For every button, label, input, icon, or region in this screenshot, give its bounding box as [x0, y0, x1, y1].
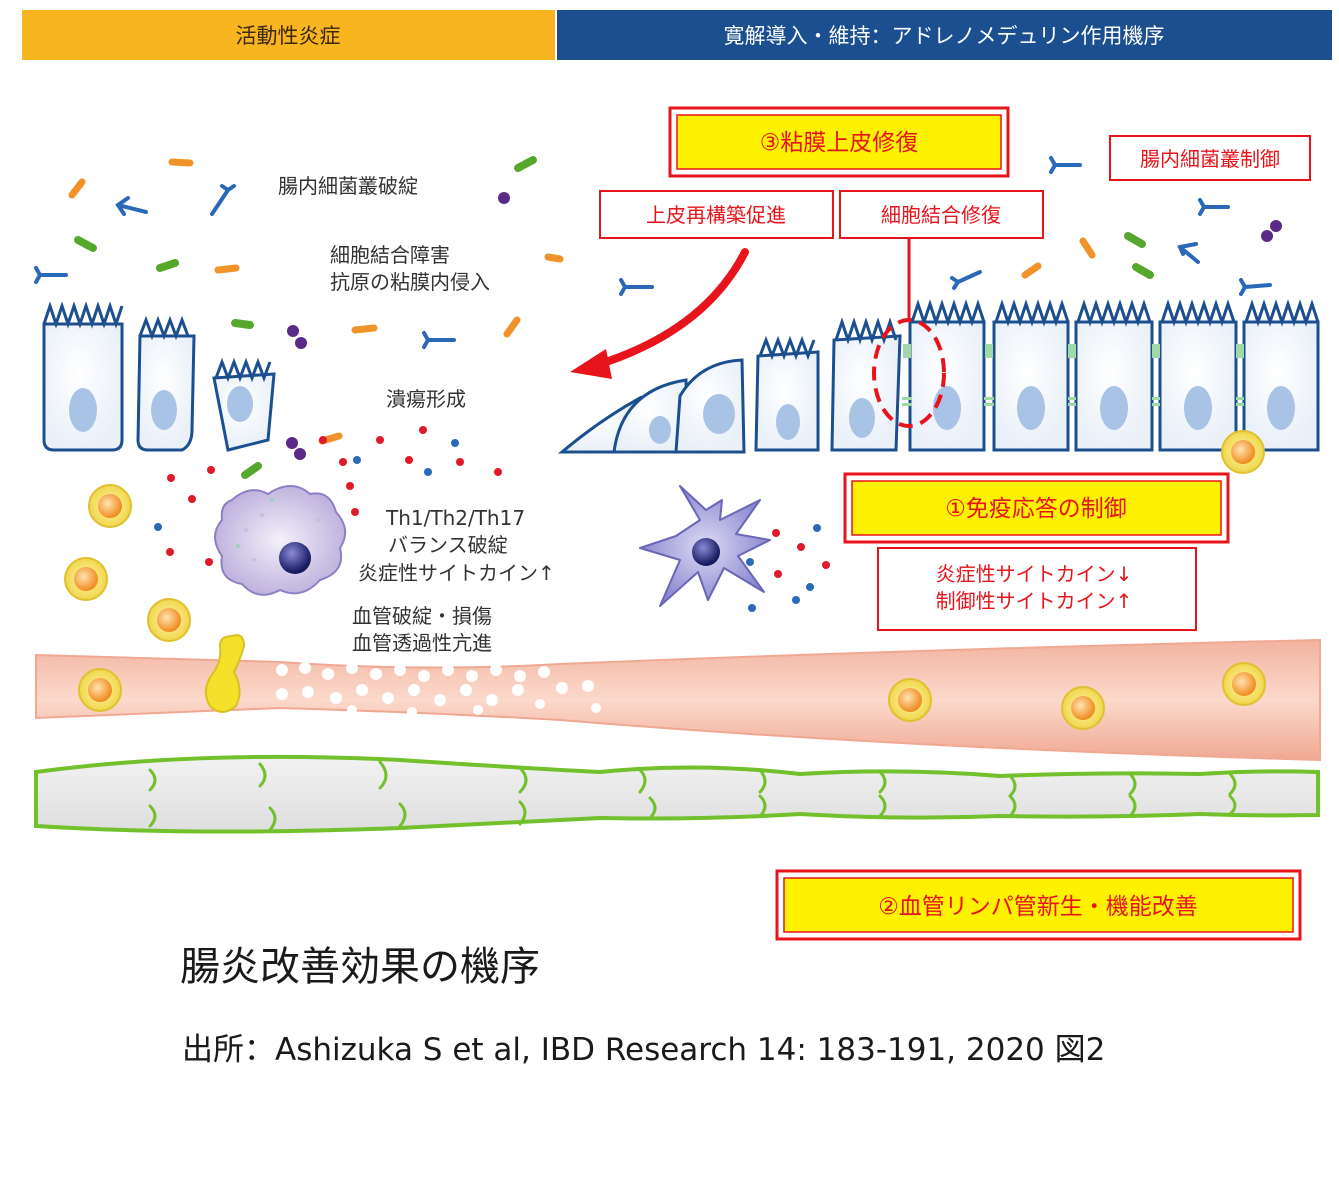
- leukocyte: [1222, 662, 1266, 706]
- migrating-cell: [674, 358, 746, 454]
- svg-text:細胞結合修復: 細胞結合修復: [881, 203, 1001, 227]
- damaged-epithelium: [42, 301, 276, 452]
- label-junction-1: 細胞結合障害: [330, 243, 450, 267]
- epithelial-rebuild-arrow: [570, 248, 749, 379]
- epithelial-cell: [136, 315, 196, 452]
- svg-text:③粘膜上皮修復: ③粘膜上皮修復: [760, 130, 919, 156]
- label-junction-2: 抗原の粘膜内侵入: [330, 270, 490, 294]
- box-cytokines: 炎症性サイトカイン↓ 制御性サイトカイン↑: [877, 547, 1197, 631]
- svg-text:活動性炎症: 活動性炎症: [236, 24, 341, 48]
- tight-junctions: [902, 344, 1244, 406]
- label-th-1: Th1/Th2/Th17: [385, 506, 525, 530]
- label-ulcer: 潰瘍形成: [386, 387, 466, 411]
- callout-vessel: ②血管リンパ管新生・機能改善: [775, 869, 1302, 941]
- rod-bacteria-green: [74, 156, 1154, 479]
- header-right: 寛解導入・維持：アドレノメデュリン作用機序: [557, 10, 1332, 60]
- leukocyte: [147, 598, 191, 642]
- label-vessel-2: 血管透過性亢進: [352, 631, 492, 655]
- svg-text:上皮再構築促進: 上皮再構築促進: [646, 203, 786, 227]
- epithelial-cell: [754, 335, 820, 452]
- label-vessel-1: 血管破綻・損傷: [352, 604, 492, 628]
- svg-text:①免疫応答の制御: ①免疫応答の制御: [945, 496, 1127, 522]
- svg-text:腸内細菌叢制御: 腸内細菌叢制御: [1140, 147, 1280, 171]
- leukocyte: [1061, 686, 1105, 730]
- svg-text:制御性サイトカイン↑: 制御性サイトカイン↑: [936, 589, 1133, 613]
- epithelial-cell: [42, 301, 124, 452]
- transmigrating-leukocyte: [204, 634, 246, 713]
- caption-title: 腸炎改善効果の機序: [180, 944, 540, 990]
- migrating-cell: [612, 378, 690, 454]
- callout-immune: ①免疫応答の制御: [843, 472, 1230, 544]
- leukocyte: [64, 557, 108, 601]
- svg-text:寛解導入・維持：アドレノメデュリン作用機序: 寛解導入・維持：アドレノメデュリン作用機序: [724, 24, 1165, 48]
- epithelial-cell: [1158, 299, 1238, 452]
- cytokine-dots-left: [154, 426, 502, 566]
- label-microbiota: 腸内細菌叢破綻: [278, 174, 418, 198]
- header-left: 活動性炎症: [22, 10, 555, 60]
- y-bacteria-blue: [34, 156, 1272, 349]
- callout-mucosa: ③粘膜上皮修復: [668, 106, 1010, 178]
- leukocyte: [78, 668, 122, 712]
- svg-text:炎症性サイトカイン↓: 炎症性サイトカイン↓: [936, 562, 1133, 586]
- leukocyte: [88, 484, 132, 528]
- left-labels: 腸内細菌叢破綻 細胞結合障害 抗原の粘膜内侵入 潰瘍形成 Th1/Th2/Th1…: [278, 174, 555, 655]
- box-flora-control: 腸内細菌叢制御: [1109, 135, 1311, 181]
- epithelial-cell: [992, 299, 1070, 452]
- box-epithelial-rebuild: 上皮再構築促進: [599, 190, 834, 239]
- leukocytes: [64, 430, 1265, 642]
- repairing-epithelium: [557, 299, 1320, 454]
- macrophage: [214, 485, 347, 596]
- plasma-leak: [276, 662, 601, 717]
- label-th-2: バランス破綻: [388, 533, 508, 557]
- blood-vessel: [35, 634, 1321, 762]
- cocci-bacteria-purple: [286, 192, 1282, 460]
- box-junction-repair: 細胞結合修復: [839, 190, 1044, 239]
- caption-source: 出所：Ashizuka S et al, IBD Research 14: 18…: [182, 1032, 1106, 1068]
- label-th-3: 炎症性サイトカイン↑: [358, 561, 555, 585]
- epithelial-cell: [908, 299, 986, 452]
- epithelial-cell: [830, 317, 902, 452]
- bacteria: [34, 156, 1282, 479]
- rod-bacteria-orange: [68, 158, 1096, 445]
- svg-text:②血管リンパ管新生・機能改善: ②血管リンパ管新生・機能改善: [878, 894, 1198, 920]
- dendritic-cell: [639, 485, 771, 607]
- epithelial-cell: [212, 357, 276, 452]
- leukocyte: [1221, 430, 1265, 474]
- epithelial-cell: [1242, 299, 1320, 452]
- cytokine-dots-right: [746, 524, 830, 612]
- leukocyte: [888, 678, 932, 722]
- lymph-vessel: [34, 754, 1320, 834]
- epithelial-cell: [1074, 299, 1154, 452]
